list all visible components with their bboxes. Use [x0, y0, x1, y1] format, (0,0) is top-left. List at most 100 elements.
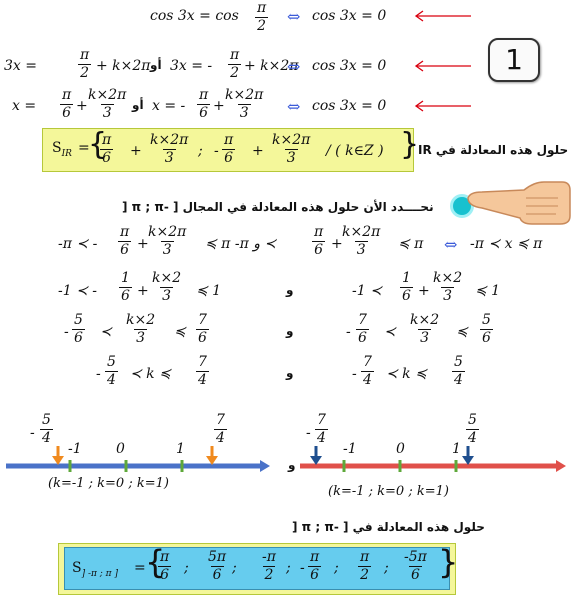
- eq1-rhs: cos 3x = 0: [312, 8, 387, 24]
- left-brace: {: [145, 543, 166, 581]
- tick-label-zero: 0: [116, 441, 125, 457]
- ineq1-mid: ≼ π -π و ≺: [205, 236, 277, 252]
- ineq4-mid: ≺ k ≼: [130, 366, 171, 382]
- separator: ;: [334, 560, 339, 576]
- orange-arrow-icon: [52, 456, 64, 465]
- ineq2-rleft: -1 ≺: [352, 283, 382, 299]
- separator: ;: [198, 143, 203, 159]
- final-set-symbol: S] -π ; π ]: [72, 560, 118, 579]
- frac-num: π: [257, 0, 267, 16]
- tick-label-one: 1: [452, 441, 461, 457]
- equals: =: [78, 140, 90, 156]
- plus: +: [137, 236, 149, 252]
- eq2-k2pi: + k×2π: [96, 58, 151, 74]
- ineq2-end: ≼ 1: [196, 283, 222, 299]
- less-equal: ≼: [174, 324, 186, 340]
- equivalence-arrow-icon: ⇔: [444, 235, 458, 254]
- plus: +: [137, 283, 149, 299]
- solution-ir-label: حلول هذه المعادلة في IR: [418, 143, 569, 157]
- eq3-rhs: cos 3x = 0: [312, 98, 387, 114]
- blue-arrow-icon: [310, 456, 322, 465]
- ineq4-mid: ≺ k ≼: [386, 366, 427, 382]
- word-and: و: [286, 283, 294, 297]
- word-or: أو: [132, 98, 144, 112]
- less-equal: ≼: [456, 324, 468, 340]
- eq1-frac: π 2: [255, 0, 269, 35]
- separator: ;: [232, 560, 237, 576]
- solution-ir-box: [42, 128, 414, 172]
- minus: -: [306, 425, 311, 441]
- minus: -: [346, 324, 351, 340]
- tick-label-one: 1: [176, 441, 185, 457]
- left-brace: {: [88, 127, 108, 162]
- separator: ;: [184, 560, 189, 576]
- less: ≺: [384, 324, 396, 340]
- number-line-left: [6, 446, 270, 472]
- ineq1-left: -π ≺ -: [58, 236, 98, 252]
- right-brace: }: [438, 543, 459, 581]
- minus: -: [30, 425, 35, 441]
- word-and: و: [286, 324, 294, 338]
- word-and: و: [286, 366, 294, 380]
- plus: +: [213, 98, 225, 114]
- minus: -: [300, 560, 305, 576]
- tick-label-zero: 0: [396, 441, 405, 457]
- equals: =: [134, 560, 146, 576]
- eq2-rhs: cos 3x = 0: [312, 58, 387, 74]
- pointing-hand-icon: [467, 181, 571, 225]
- ineq1-right: -π ≺ x ≼ π: [470, 236, 543, 252]
- minus: -: [96, 366, 101, 382]
- ineq1-end: ≼ π: [398, 236, 424, 252]
- eq3-b: x = -: [152, 98, 186, 114]
- eq2-k2pi-b: + k×2π: [244, 58, 299, 74]
- step-number-badge: 1: [488, 38, 540, 82]
- k-values-right: (k=-1 ; k=0 ; k=1): [328, 484, 449, 499]
- equivalence-arrow-icon: ⇔: [287, 97, 301, 116]
- tick-label-minus-one: -1: [343, 441, 357, 457]
- interval-title: نحــــدد الأن حلول هذه المعادلة في المجا…: [122, 200, 434, 214]
- red-arrow-icon: [414, 10, 471, 22]
- eq2-a: 3x =: [4, 58, 37, 74]
- minus: -: [214, 143, 219, 159]
- eq1-lhs: cos 3x = cos: [150, 8, 239, 24]
- orange-arrow-icon: [206, 456, 218, 465]
- k-values-left: (k=-1 ; k=0 ; k=1): [48, 476, 169, 491]
- equivalence-arrow-icon: ⇔: [287, 7, 301, 26]
- separator: ;: [384, 560, 389, 576]
- less: ≺: [100, 324, 112, 340]
- right-brace: }: [400, 127, 420, 162]
- red-arrow-icon: [414, 60, 471, 72]
- final-solutions-label: حلول هذه المعادلة في [ -π ; π [: [292, 520, 485, 534]
